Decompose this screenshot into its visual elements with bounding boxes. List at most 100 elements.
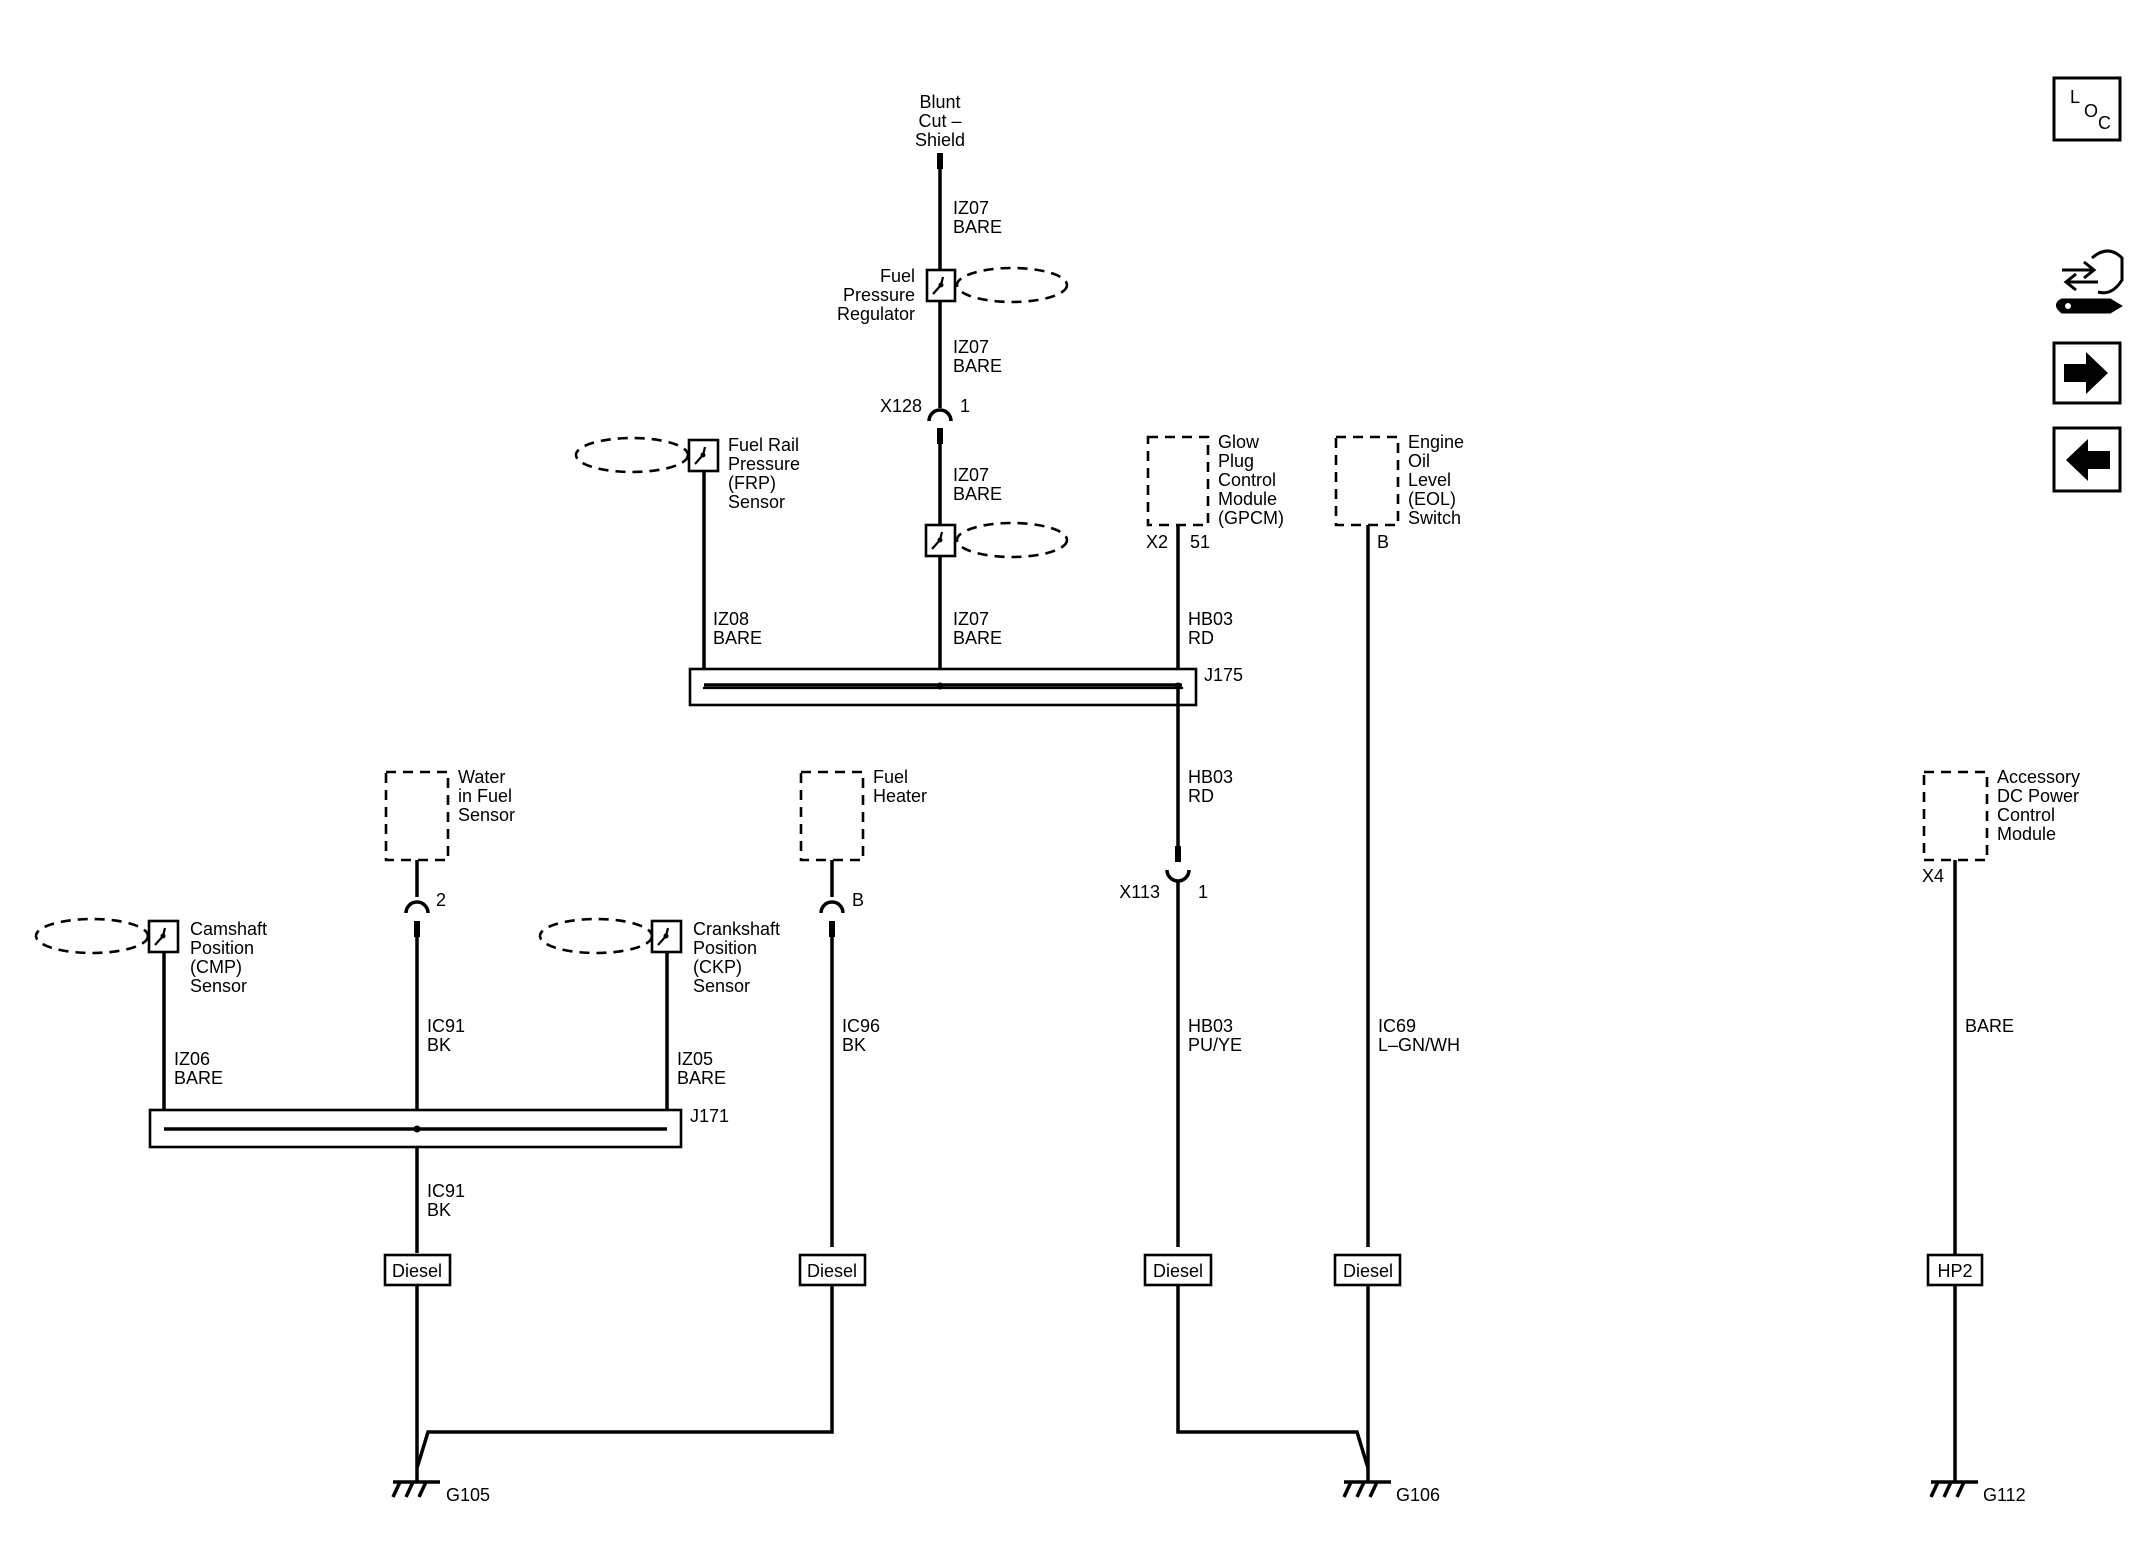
- wire-label-rd-a: RD: [1188, 628, 1214, 648]
- ckp-label-3: (CKP): [693, 957, 742, 977]
- x128-socket: [927, 408, 953, 422]
- wire-label-bk-a: BK: [427, 1035, 451, 1055]
- ckp-shield-ellipse: [538, 917, 654, 955]
- x128-pin-label: 1: [960, 396, 970, 416]
- cmp-shield-ellipse: [34, 917, 150, 955]
- loc-letter-c: C: [2098, 113, 2111, 133]
- wire-label-ic69: IC69: [1378, 1016, 1416, 1036]
- wire-label-iz07-b: IZ07: [953, 337, 989, 357]
- connector-x113: X113 1: [1119, 869, 1208, 902]
- wire-label-bk-b: BK: [842, 1035, 866, 1055]
- glow-plug-control-module: Glow Plug Control Module (GPCM) X2 51: [1146, 432, 1284, 552]
- wire-label-iz06: IZ06: [174, 1049, 210, 1069]
- heater-socket: [819, 900, 845, 914]
- x128-label: X128: [880, 396, 922, 416]
- ground-g106: G106: [1342, 1468, 1440, 1505]
- gpcm-box: [1146, 435, 1210, 527]
- wif-label-2: in Fuel: [458, 786, 512, 806]
- option-diesel-4: Diesel: [1333, 1253, 1402, 1287]
- wire-to-g106-a: [1176, 1285, 1370, 1469]
- g112-label: G112: [1983, 1485, 2026, 1505]
- fuel-heater-label-2: Heater: [873, 786, 927, 806]
- shield-ellipse-2: [955, 521, 1069, 559]
- wire-label-hb03-b: HB03: [1188, 767, 1233, 787]
- location-icon[interactable]: [2052, 76, 2122, 142]
- gpcm-pin-label: 51: [1190, 532, 1210, 552]
- cmp-label-2: Position: [190, 938, 254, 958]
- accessory-label-1: Accessory: [1997, 767, 2080, 787]
- accessory-label-4: Module: [1997, 824, 2056, 844]
- g106-label: G106: [1396, 1485, 1440, 1505]
- gpcm-label-2: Plug: [1218, 451, 1254, 471]
- next-page-button[interactable]: [2052, 341, 2122, 405]
- j175-label: J175: [1204, 665, 1243, 685]
- gpcm-label-3: Control: [1218, 470, 1276, 490]
- engine-oil-level-switch: Engine Oil Level (EOL) Switch B: [1334, 432, 1464, 552]
- wire-label-iz08: IZ08: [713, 609, 749, 629]
- accessory-label-2: DC Power: [1997, 786, 2079, 806]
- wire-label-hb03-a: HB03: [1188, 609, 1233, 629]
- wire-label-bare-iz06: BARE: [174, 1068, 223, 1088]
- heater-pin: [829, 921, 835, 937]
- arrow-right-icon: [2064, 352, 2108, 394]
- wif-pin: [414, 921, 420, 937]
- eol-pin-label: B: [1377, 532, 1389, 552]
- arrow-left-icon: [2066, 439, 2110, 481]
- wire-label-bare-b: BARE: [953, 356, 1002, 376]
- blunt-cut-label-2: Cut –: [918, 111, 961, 131]
- ground-g112: G112: [1929, 1480, 2026, 1505]
- gpcm-label-4: Module: [1218, 489, 1277, 509]
- j175-bar: [702, 686, 1184, 690]
- option-box: [383, 1253, 452, 1287]
- frp-label-1: Fuel Rail: [728, 435, 799, 455]
- eol-label-5: Switch: [1408, 508, 1461, 528]
- j171-label: J171: [690, 1106, 729, 1126]
- wire-label-ic96: IC96: [842, 1016, 880, 1036]
- wire-label-bare-d: BARE: [953, 628, 1002, 648]
- wire-label-iz07-c: IZ07: [953, 465, 989, 485]
- wire-label-hb03-c: HB03: [1188, 1016, 1233, 1036]
- option-diesel-1: Diesel: [383, 1253, 452, 1287]
- ckp-label-1: Crankshaft: [693, 919, 780, 939]
- loc-letter-l: L: [2070, 87, 2080, 107]
- frp-label-3: (FRP): [728, 473, 776, 493]
- previous-page-button[interactable]: [2052, 426, 2122, 493]
- wire-label-bk-c: BK: [427, 1200, 451, 1220]
- ckp-label-2: Position: [693, 938, 757, 958]
- regulator-shield-ellipse: [955, 266, 1069, 304]
- loc-letter-o: O: [2084, 101, 2098, 121]
- option-diesel-label: Diesel: [1153, 1261, 1203, 1281]
- option-diesel-label: Diesel: [1343, 1261, 1393, 1281]
- option-diesel-label: Diesel: [392, 1261, 442, 1281]
- accessory-dc-power-control-module: Accessory DC Power Control Module X4: [1922, 767, 2080, 886]
- wire-label-ic91-b: IC91: [427, 1181, 465, 1201]
- eol-label-2: Oil: [1408, 451, 1430, 471]
- x113-pin: [1175, 846, 1181, 862]
- eol-label-3: Level: [1408, 470, 1451, 490]
- wire-label-iz07-d: IZ07: [953, 609, 989, 629]
- crankshaft-position-sensor: Crankshaft Position (CKP) Sensor: [538, 917, 780, 996]
- wire-label-bare-accessory: BARE: [1965, 1016, 2014, 1036]
- splice-j171: J171: [148, 1106, 729, 1149]
- wif-pin-label: 2: [436, 890, 446, 910]
- location-button[interactable]: L O C: [2052, 76, 2122, 142]
- x128-pin: [937, 428, 943, 444]
- frp-sensor: Fuel Rail Pressure (FRP) Sensor: [574, 435, 800, 512]
- camshaft-position-sensor: Camshaft Position (CMP) Sensor: [34, 917, 267, 996]
- g105-label: G105: [446, 1485, 490, 1505]
- wif-socket: [404, 900, 430, 914]
- connector-tools-icon[interactable]: [2055, 249, 2124, 314]
- water-in-fuel-sensor: Water in Fuel Sensor: [384, 767, 515, 862]
- fuel-heater-label-1: Fuel: [873, 767, 908, 787]
- regulator-label-2: Pressure: [843, 285, 915, 305]
- blunt-cut-shield: Blunt Cut – Shield: [915, 92, 965, 169]
- blunt-cut-label-3: Shield: [915, 130, 965, 150]
- fuel-pressure-regulator: Fuel Pressure Regulator: [837, 266, 1069, 324]
- eol-box: [1334, 435, 1400, 527]
- connector-tools-button[interactable]: [2055, 249, 2124, 314]
- wire-label-lgn-wh: L–GN/WH: [1378, 1035, 1460, 1055]
- accessory-box: [1922, 770, 1989, 862]
- eol-label-4: (EOL): [1408, 489, 1456, 509]
- option-diesel-3: Diesel: [1143, 1253, 1213, 1287]
